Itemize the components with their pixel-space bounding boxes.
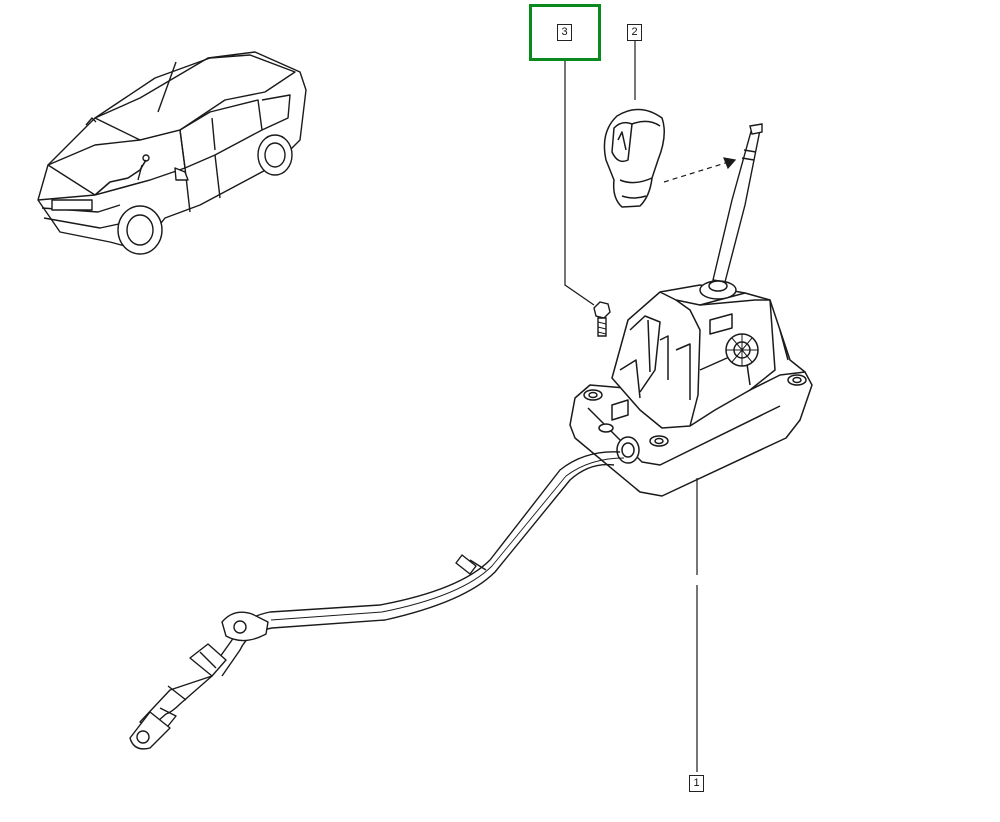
shift-cable-illustration [129, 451, 625, 750]
callout-part-1[interactable]: 1 [689, 775, 704, 792]
vehicle-locator-illustration [37, 51, 307, 255]
selected-callout-highlight [529, 4, 601, 61]
gear-knob-illustration [603, 108, 665, 208]
shifter-housing-illustration [569, 280, 813, 497]
assembly-direction-arrow [663, 157, 737, 183]
shift-lever-rod [712, 123, 763, 283]
callout-part-3[interactable]: 3 [557, 24, 572, 41]
bolt-illustration [593, 301, 611, 337]
callout-part-2[interactable]: 2 [627, 24, 642, 41]
leader-lines [564, 40, 698, 772]
